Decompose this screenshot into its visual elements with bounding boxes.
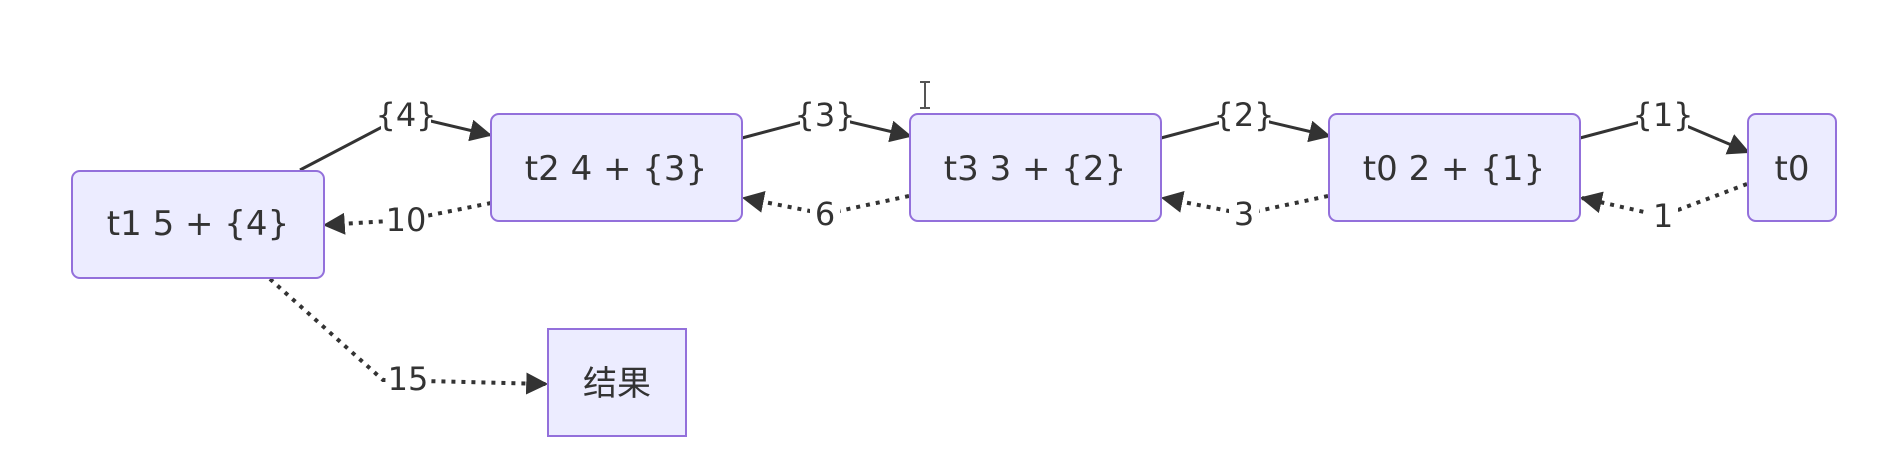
node-t3-label: t3 3 + {2} <box>944 149 1126 189</box>
node-t0-sum: t0 2 + {1} <box>1328 113 1581 222</box>
edge-t1-to-result: 15 <box>268 277 549 398</box>
node-result-label: 结果 <box>583 364 651 404</box>
edge-t2-to-t3: {3} <box>741 95 913 143</box>
edge-t3-to-t2: 6 <box>741 191 910 233</box>
edge-t0b-to-t0a: 1 <box>1579 182 1748 235</box>
node-result: 结果 <box>547 328 687 437</box>
node-t2-label: t2 4 + {3} <box>525 149 707 189</box>
node-t1-label: t1 5 + {4} <box>107 204 289 244</box>
edge-label-t1-result: 15 <box>388 360 429 398</box>
edge-label-t3-t2: 6 <box>815 195 835 233</box>
text-cursor-icon <box>920 81 930 109</box>
node-t1: t1 5 + {4} <box>71 170 325 279</box>
edge-label-t2-t3: {3} <box>794 96 855 134</box>
edge-t0a-to-t3: 3 <box>1160 191 1329 233</box>
edge-t0a-to-t0b: {1} <box>1579 95 1751 155</box>
node-t0: t0 <box>1747 113 1837 222</box>
node-t3: t3 3 + {2} <box>909 113 1162 222</box>
edge-label-t3-t0a: {2} <box>1213 96 1274 134</box>
edge-t3-to-t0a: {2} <box>1160 95 1332 143</box>
edge-label-t0b-t0a: 1 <box>1653 197 1673 235</box>
edge-t1-to-t2: {4} <box>299 95 493 172</box>
edge-t2-to-t1: 10 <box>322 201 492 239</box>
edge-label-t2-t1: 10 <box>386 201 427 239</box>
node-t0-sum-label: t0 2 + {1} <box>1363 149 1545 189</box>
node-t0-label: t0 <box>1775 149 1810 189</box>
node-t2: t2 4 + {3} <box>490 113 743 222</box>
edge-label-t1-t2: {4} <box>375 96 436 134</box>
edge-label-t0a-t0b: {1} <box>1632 96 1693 134</box>
edge-label-t0a-t3: 3 <box>1234 195 1254 233</box>
